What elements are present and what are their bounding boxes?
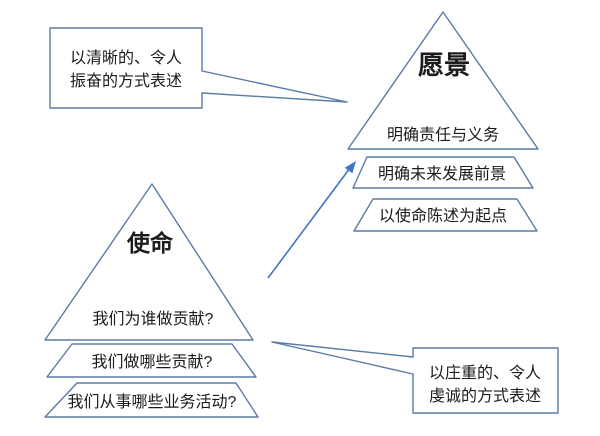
vision-pyramid: 愿景 明确责任与义务 明确未来发展前景 以使命陈述为起点 (347, 11, 539, 232)
mission-pyramid-level-3 (44, 382, 259, 418)
callout-top-left-bubble (49, 27, 348, 109)
vision-pyramid-level-3 (353, 198, 538, 232)
mission-pyramid-top-triangle (44, 183, 254, 341)
mission-to-vision-arrow (267, 161, 356, 279)
mission-pyramid-title: 使命 (126, 230, 174, 256)
callout-top-left: 以清晰的、令人 振奋的方式表述 (49, 27, 348, 109)
vision-pyramid-level-2 (352, 156, 534, 189)
callout-bottom-right-line2: 虔诚的方式表述 (429, 387, 541, 405)
mission-pyramid: 使命 我们为谁做贡献? 我们做哪些贡献? 我们从事哪些业务活动? (44, 183, 259, 418)
mission-level-3-label: 我们从事哪些业务活动? (68, 393, 237, 411)
vision-level-2-label: 明确未来发展前景 (378, 165, 506, 183)
arrow-shaft (267, 167, 351, 279)
callout-top-left-line1: 以清晰的、令人 (70, 49, 182, 67)
callout-top-left-line2: 振奋的方式表述 (70, 72, 182, 90)
callout-bottom-right-bubble (271, 341, 559, 414)
mission-level-2-label: 我们做哪些贡献? (92, 353, 213, 371)
vision-level-1-label: 明确责任与义务 (387, 126, 499, 144)
vision-level-3-label: 以使命陈述为起点 (379, 207, 507, 225)
mission-level-1-label: 我们为谁做贡献? (93, 310, 214, 328)
vision-pyramid-title: 愿景 (418, 50, 470, 80)
arrow-head-icon (344, 161, 356, 174)
callout-bottom-right: 以庄重的、令人 虔诚的方式表述 (271, 341, 559, 414)
callout-bottom-right-line1: 以庄重的、令人 (429, 364, 541, 382)
vision-pyramid-top-triangle (347, 11, 539, 150)
mission-pyramid-level-2 (46, 343, 257, 378)
